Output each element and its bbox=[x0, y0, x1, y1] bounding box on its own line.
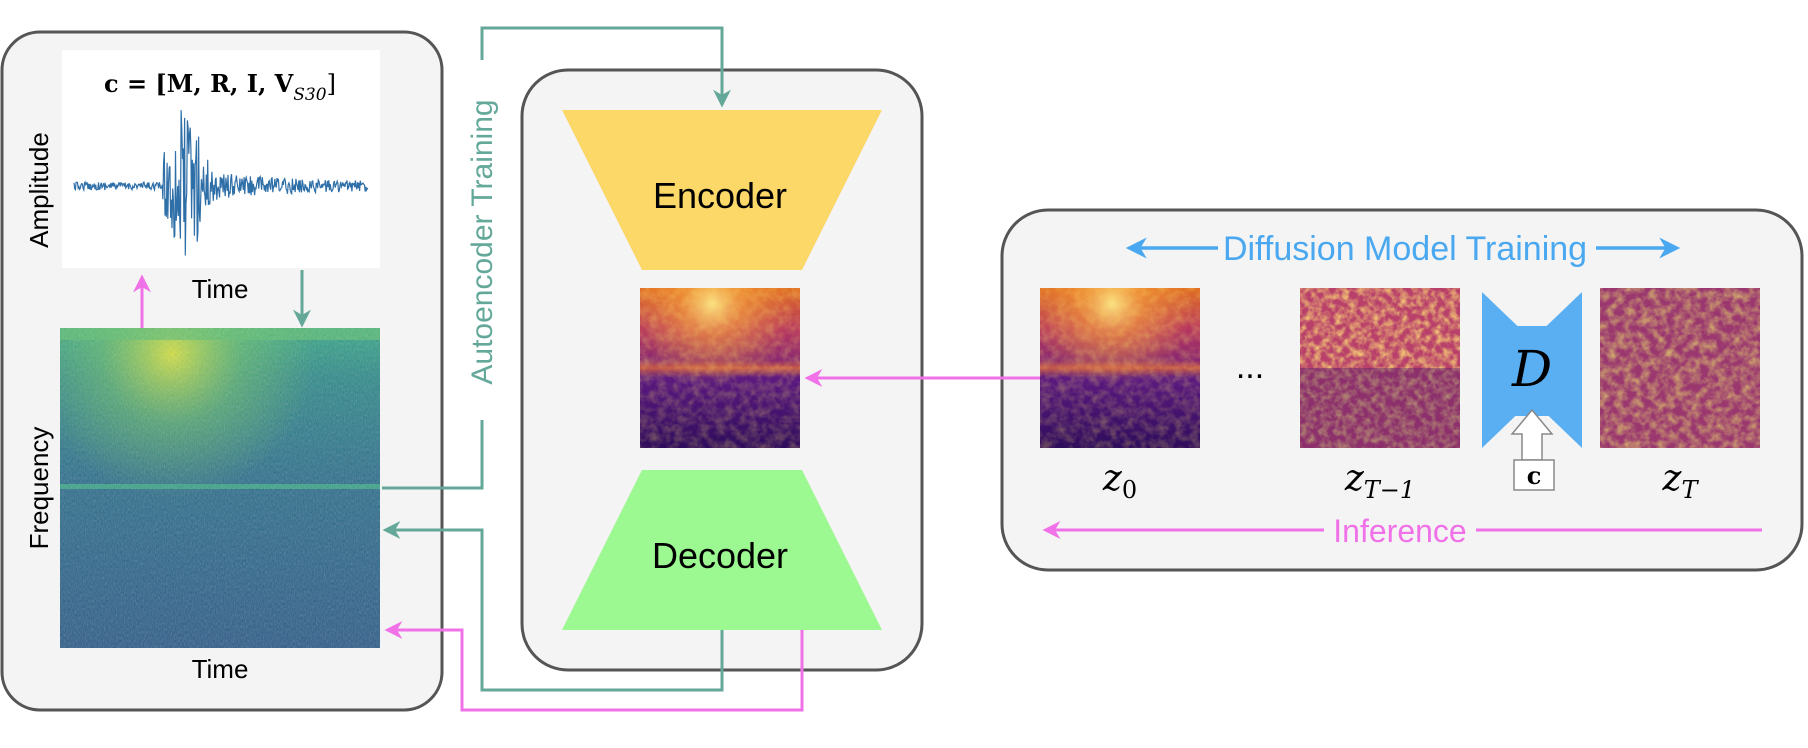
waveform-plot-area bbox=[62, 50, 380, 268]
condition-arrow bbox=[1510, 408, 1554, 461]
seismic-waveform bbox=[73, 110, 369, 256]
latent-representation-image bbox=[640, 288, 800, 448]
amplitude-axis-label: Amplitude bbox=[24, 132, 54, 248]
condition-label: c bbox=[1527, 461, 1542, 490]
autoencoder-training-path-in bbox=[382, 26, 731, 490]
autoencoder-training-path-out bbox=[382, 521, 724, 692]
autoencoder-training-label-bg bbox=[466, 60, 498, 420]
condition-box bbox=[1513, 459, 1555, 491]
latent-zT-image bbox=[1600, 288, 1760, 448]
spectrogram-time-axis-label: Time bbox=[192, 654, 249, 684]
latent-z0-label: z0 bbox=[1102, 458, 1137, 504]
diffusion-panel: Diffusion Model Training z0 ... zT−1 D c bbox=[1000, 208, 1804, 572]
latent-z0-image bbox=[1040, 288, 1200, 448]
decoder-block bbox=[562, 470, 882, 630]
decoder-label: Decoder bbox=[652, 535, 788, 576]
decoder-to-spectrogram-path bbox=[384, 621, 804, 712]
frequency-axis-label: Frequency bbox=[24, 427, 54, 550]
input-panel: c = [M, R, I, VS30] Amplitude Time Frequ… bbox=[0, 30, 444, 712]
diffusion-steps-ellipsis: ... bbox=[1236, 348, 1264, 386]
latent-zT-minus-1-image bbox=[1300, 288, 1460, 448]
latent-zT-label: zT bbox=[1662, 458, 1700, 504]
autoencoder-panel: Encoder Decoder bbox=[520, 68, 924, 672]
latent-zT-minus-1-label: zT−1 bbox=[1344, 458, 1415, 504]
encoder-block bbox=[562, 110, 882, 270]
condition-vector-label: c = [M, R, I, VS30] bbox=[104, 69, 336, 105]
spectrogram-image bbox=[60, 328, 380, 648]
encoder-label: Encoder bbox=[653, 175, 787, 216]
denoiser-label: D bbox=[1511, 340, 1552, 398]
autoencoder-training-label: Autoencoder Training bbox=[466, 99, 499, 384]
diffusion-training-label: Diffusion Model Training bbox=[1223, 230, 1587, 268]
waveform-time-axis-label: Time bbox=[192, 274, 249, 304]
inference-label: Inference bbox=[1333, 513, 1466, 549]
